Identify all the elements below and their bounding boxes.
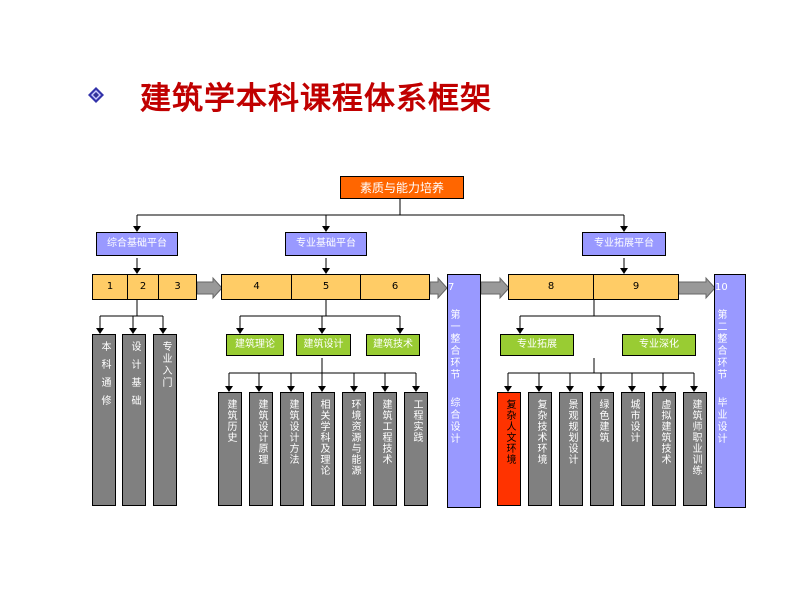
pro-group-theory: 建筑理论 xyxy=(226,334,284,356)
integration-link-10: 10 第二整合环节 毕业设计 xyxy=(714,274,746,508)
diamond-bullet-icon xyxy=(88,87,104,103)
arrow-4 xyxy=(677,276,716,300)
pro-course-2: 建筑设计原理 xyxy=(249,392,273,506)
title-row: 建筑学本科课程体系框架 xyxy=(88,70,492,120)
cell-8: 8 xyxy=(508,274,594,300)
cell-2: 2 xyxy=(127,274,159,300)
platform-professional: 专业基础平台 xyxy=(285,232,367,256)
cell-1: 1 xyxy=(92,274,128,300)
link2-desc: 毕业设计 xyxy=(715,397,726,445)
cell-5: 5 xyxy=(291,274,361,300)
pro-course-3: 建筑设计方法 xyxy=(280,392,304,506)
ext-group-deepening: 专业深化 xyxy=(622,334,696,356)
ext-course-4: 绿色建筑 xyxy=(590,392,614,506)
ext-course-6: 虚拟建筑技术 xyxy=(652,392,676,506)
pro-course-4: 相关学科及理论 xyxy=(311,392,335,506)
arrow-1 xyxy=(196,276,223,300)
arrow-2 xyxy=(429,276,448,300)
pro-course-5: 环境资源与能源 xyxy=(342,392,366,506)
basic-course-2: 设计基础 xyxy=(122,334,146,506)
ext-group-expansion: 专业拓展 xyxy=(500,334,574,356)
cell-3: 3 xyxy=(158,274,197,300)
platform-extension: 专业拓展平台 xyxy=(582,232,666,256)
cell-4: 4 xyxy=(221,274,292,300)
cell-6: 6 xyxy=(360,274,430,300)
root-node: 素质与能力培养 xyxy=(340,176,464,199)
ext-course-7: 建筑师职业训练 xyxy=(683,392,707,506)
link2-title: 第二整合环节 xyxy=(715,309,726,381)
ext-course-1: 复杂人文环境 xyxy=(497,392,521,506)
basic-course-3: 专业入门 xyxy=(153,334,177,506)
cell-7: 7 xyxy=(448,282,455,293)
cell-10: 10 xyxy=(715,282,728,293)
platform-basic: 综合基础平台 xyxy=(96,232,178,256)
pro-group-design: 建筑设计 xyxy=(296,334,351,356)
pro-course-1: 建筑历史 xyxy=(218,392,242,506)
cell-9: 9 xyxy=(593,274,679,300)
page-title: 建筑学本科课程体系框架 xyxy=(140,80,492,117)
link1-desc: 综合设计 xyxy=(448,397,459,445)
basic-course-1: 本科通修 xyxy=(92,334,116,506)
ext-course-5: 城市设计 xyxy=(621,392,645,506)
link1-title: 第一整合环节 xyxy=(448,309,459,381)
ext-course-3: 景观规划设计 xyxy=(559,392,583,506)
pro-course-7: 工程实践 xyxy=(404,392,428,506)
ext-course-2: 复杂技术环境 xyxy=(528,392,552,506)
arrow-3 xyxy=(480,276,510,300)
integration-link-7: 7 第一整合环节 综合设计 xyxy=(447,274,481,508)
pro-group-technology: 建筑技术 xyxy=(366,334,420,356)
pro-course-6: 建筑工程技术 xyxy=(373,392,397,506)
